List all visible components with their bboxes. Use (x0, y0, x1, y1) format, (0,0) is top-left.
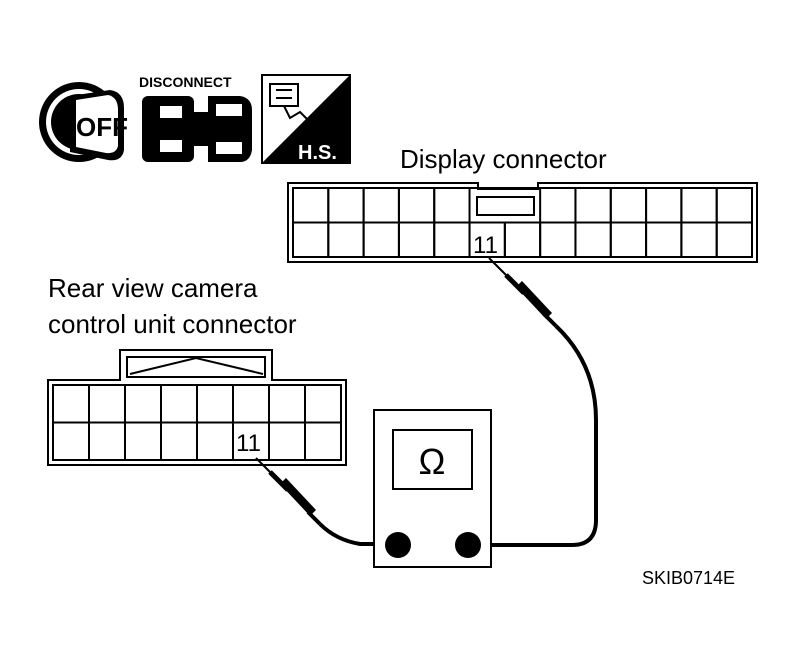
connector-cavity (304, 421, 342, 461)
connector-cavity (715, 221, 754, 258)
display-connector (287, 182, 758, 263)
display-probe (480, 257, 598, 547)
ignition-off-text: OFF (76, 112, 128, 142)
meter-terminal-left (385, 532, 411, 558)
figure-code: SKIB0714E (642, 568, 735, 588)
camera-connector-label-line1: Rear view camera (48, 273, 258, 303)
camera-connector (47, 349, 347, 466)
harness-side-text: H.S. (298, 142, 337, 164)
camera-probe (255, 457, 398, 546)
camera-pin-11-label: 11 (236, 430, 261, 457)
ignition-key-off-icon: OFF (39, 82, 128, 162)
camera-connector-label-line2: control unit connector (48, 309, 297, 339)
ohm-symbol: Ω (419, 441, 446, 482)
disconnect-text: DISCONNECT (139, 74, 232, 90)
meter-terminal-right (455, 532, 481, 558)
display-connector-label: Display connector (400, 144, 607, 174)
connector-disconnect-icon: DISCONNECT (139, 74, 252, 162)
ohmmeter-icon (373, 409, 492, 568)
display-pin-11-label: 11 (473, 232, 498, 259)
harness-side-icon: H.S. (261, 74, 351, 164)
